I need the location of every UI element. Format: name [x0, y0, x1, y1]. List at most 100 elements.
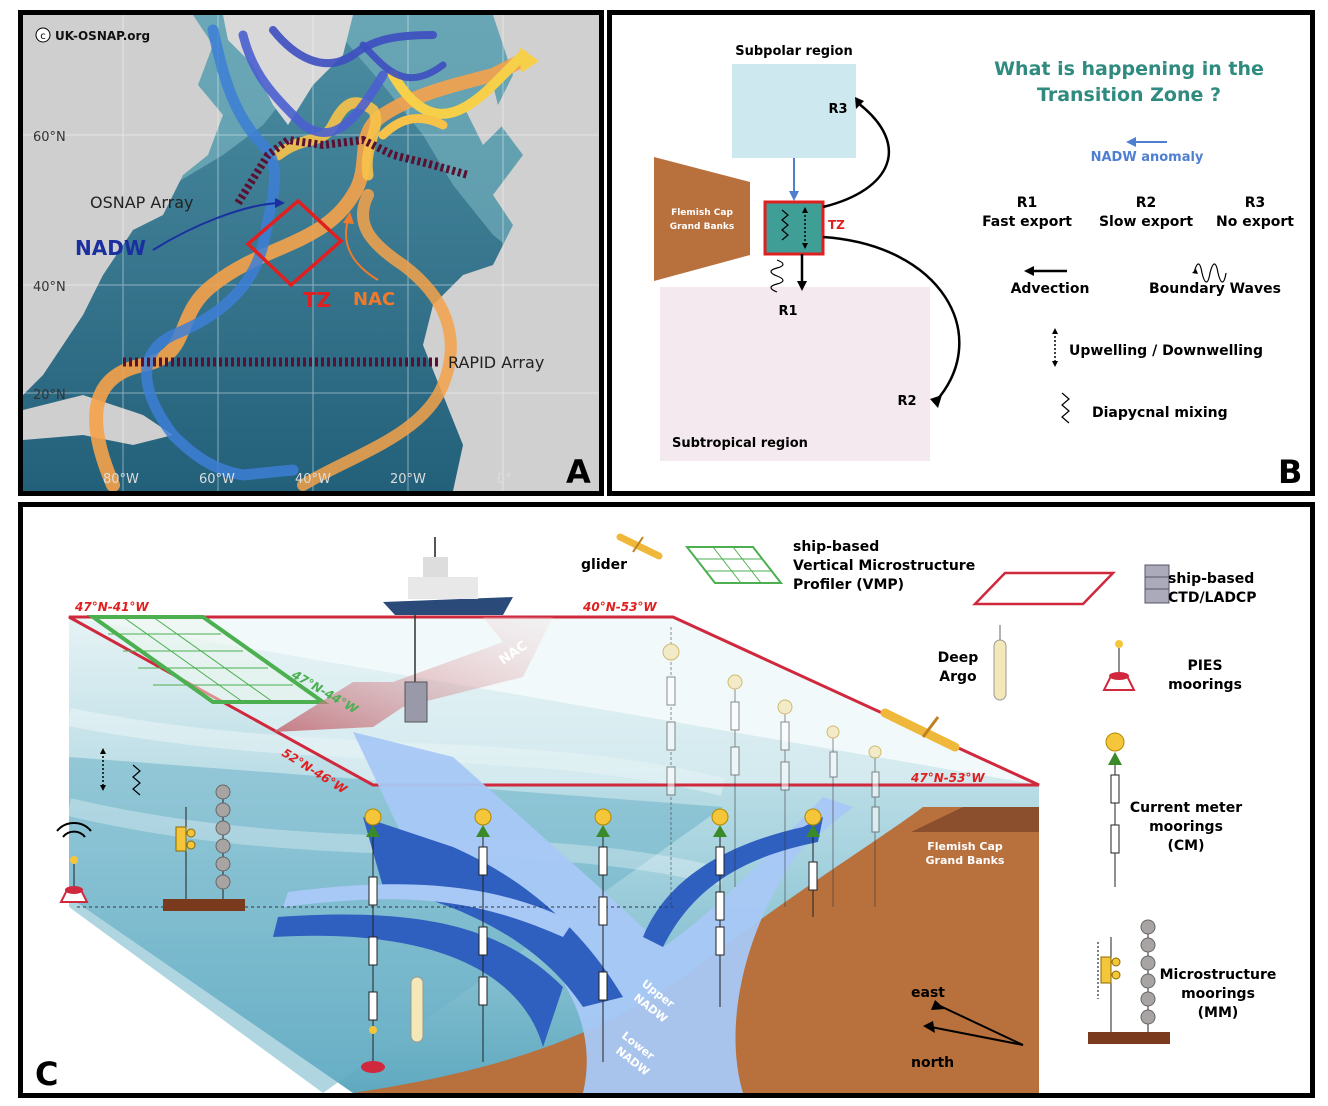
ship-icon [383, 537, 513, 615]
legend-r2-title: R2 [1136, 195, 1157, 211]
osnap-array [234, 135, 470, 206]
copyright-symbol: c [40, 31, 46, 42]
subpolar-label: Subpolar region [735, 44, 853, 59]
flemish-label-2: Grand Banks [670, 222, 735, 232]
legend-anomaly-label: NADW anomaly [1091, 150, 1204, 165]
nac-arrowhead [519, 47, 539, 73]
ctd-rosette [404, 681, 428, 723]
legend-updown-head-down [1052, 361, 1058, 367]
nac-thin-arrow [345, 219, 379, 281]
continental-slope [353, 807, 1039, 1093]
legend-ctd-label-1: ship-based [1168, 571, 1254, 587]
legend-vmp-label-2: Vertical Microstructure [793, 558, 975, 574]
legend-mixing-label: Diapycnal mixing [1092, 405, 1228, 421]
lat-label-20: 20°N [33, 388, 66, 403]
coord-label-ne: 40°N-53°W [582, 600, 657, 614]
compass-north-arrow [930, 1026, 1024, 1046]
copyright-circle [35, 27, 51, 43]
legend-cm-icon [1105, 732, 1125, 887]
legend-r3-title: R3 [1245, 195, 1266, 211]
land-north-america [23, 15, 223, 395]
legend-advection-arrowhead [1024, 266, 1034, 276]
legend-pies-icon [1102, 640, 1136, 691]
cm-moorings-background [662, 627, 882, 907]
tz-boundary-waves [770, 259, 784, 293]
legend-ctd-label-2: CTD/LADCP [1168, 590, 1256, 606]
r1-arrowhead [797, 281, 807, 291]
legend-mixing-icon [1061, 392, 1070, 424]
flemish-cap-shape [654, 157, 750, 281]
legend-updown-label: Upwelling / Downwelling [1069, 343, 1263, 359]
legend-vmp-label-3: Profiler (VMP) [793, 577, 904, 593]
nadw-label: NADW [75, 236, 146, 260]
subtropical-label: Subtropical region [672, 436, 808, 451]
legend-mm-label-1: Microstructure [1160, 967, 1277, 983]
panel-a-letter: A [566, 453, 591, 491]
legend-r2-desc: Slow export [1099, 214, 1193, 230]
lat-label-40: 40°N [33, 280, 66, 295]
legend-mm-label-3: (MM) [1198, 1005, 1239, 1021]
legend-pies-label-1: PIES [1187, 658, 1222, 674]
panel-c-letter: C [35, 1055, 58, 1093]
lon-label-0: 0° [497, 472, 512, 487]
legend-anomaly-arrowhead [1126, 137, 1136, 147]
tz-label: TZ [303, 288, 331, 312]
nadw-paths [141, 24, 447, 481]
survey-box-surface [68, 615, 1040, 787]
nadw-arrowhead [275, 198, 285, 208]
legend-advection-label: Advection [1011, 281, 1090, 297]
panel-b-letter: B [1278, 453, 1302, 491]
rapid-label: RAPID Array [448, 353, 544, 372]
lon-label-20w: 20°W [390, 472, 426, 487]
panel-b-schematic: Subpolar region R3 Subtropical region R1… [607, 10, 1315, 496]
compass-east-label: east [911, 985, 945, 1001]
flemish-cap-top [911, 807, 1039, 832]
r3-arrow [822, 102, 890, 209]
tz-box [763, 200, 825, 256]
copyright-text: UK-OSNAP.org [55, 29, 150, 43]
land-greenland [223, 15, 353, 125]
legend-argo-icon [993, 639, 1007, 701]
panel-c-svg: Flemish Cap Grand Banks NAC [35, 533, 1277, 1093]
coord-label-nw: 47°N-41°W [74, 600, 149, 614]
legend-r1-title: R1 [1017, 195, 1038, 211]
legend-survey-box-icon [972, 571, 1116, 606]
legend-mm-label-2: moorings [1181, 986, 1255, 1002]
legend-glider-icon [616, 533, 663, 560]
lat-label-60: 60°N [33, 130, 66, 145]
r1-label: R1 [778, 304, 797, 319]
anomaly-arrowhead-down [789, 191, 799, 201]
updown-icon-head-up [100, 748, 106, 754]
lon-label-80w: 80°W [103, 472, 139, 487]
question-line-1: What is happening in the [994, 58, 1264, 80]
compass-east-head [931, 1000, 945, 1010]
flemish-cap-label-1: Flemish Cap [927, 840, 1003, 853]
panel-a-svg: c UK-OSNAP.org 60°N 40°N 20°N 80°W 60°W … [23, 15, 599, 491]
r2-arrowhead [930, 395, 942, 408]
panel-c-observing-system: Flemish Cap Grand Banks NAC [18, 502, 1315, 1098]
osnap-label: OSNAP Array [90, 193, 194, 212]
compass-east-arrow [937, 1004, 1024, 1046]
legend-mm-icon [1088, 919, 1170, 1044]
tz-updown-head-up [802, 207, 808, 213]
legend-cm-label-2: moorings [1149, 819, 1223, 835]
legend-argo-label-2: Argo [939, 669, 977, 685]
nadw-arrow [152, 202, 279, 251]
flemish-label-1: Flemish Cap [671, 208, 733, 218]
nac-thin-arrowhead [343, 212, 354, 224]
legend-argo-label-1: Deep [938, 650, 979, 666]
coord-label-se: 47°N-53°W [910, 771, 985, 785]
legend-vmp-label-1: ship-based [793, 539, 879, 555]
legend-pies-label-2: moorings [1168, 677, 1242, 693]
legend-glider-label: glider [581, 557, 627, 573]
r2-arrow [822, 235, 961, 401]
legend-vmp-icon [684, 546, 784, 584]
panel-a-map: c UK-OSNAP.org 60°N 40°N 20°N 80°W 60°W … [18, 10, 604, 496]
subtropical-box [660, 287, 930, 461]
tz-mixing-zigzag [781, 209, 789, 241]
tz-box [245, 198, 344, 288]
tz-box-label: TZ [828, 218, 845, 232]
lon-label-60w: 60°W [199, 472, 235, 487]
r3-arrowhead [855, 97, 864, 109]
mm-mooring-scene [163, 784, 245, 911]
